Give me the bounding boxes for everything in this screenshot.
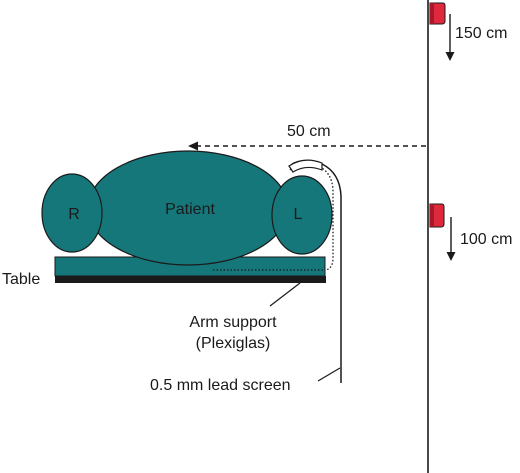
plexiglas-label: (Plexiglas): [196, 335, 271, 352]
lead-screen-label: 0.5 mm lead screen: [150, 377, 291, 394]
dosimeter-marker-top: [429, 2, 446, 25]
patient-left-arm: [271, 175, 333, 255]
down-arrow-icon: [445, 14, 455, 61]
arm-support-leader: [269, 282, 301, 307]
dosimeter-marker-bottom: [429, 203, 445, 228]
lead-screen-leader: [317, 367, 341, 382]
table-label: Table: [2, 271, 40, 288]
table-base: [55, 276, 326, 283]
patient-label: Patient: [165, 201, 215, 218]
arm-support-label: Arm support: [189, 314, 277, 331]
distance-label: 50 cm: [287, 123, 331, 140]
left-arrow-icon: [188, 141, 426, 151]
lead-screen-tip: [288, 159, 323, 173]
height-label-100: 100 cm: [460, 231, 512, 248]
patient-right-arm: [41, 173, 103, 253]
right-side-label: R: [68, 206, 80, 223]
height-label-150: 150 cm: [455, 25, 507, 42]
down-arrow-icon: [446, 217, 456, 261]
left-side-label: L: [294, 206, 303, 223]
